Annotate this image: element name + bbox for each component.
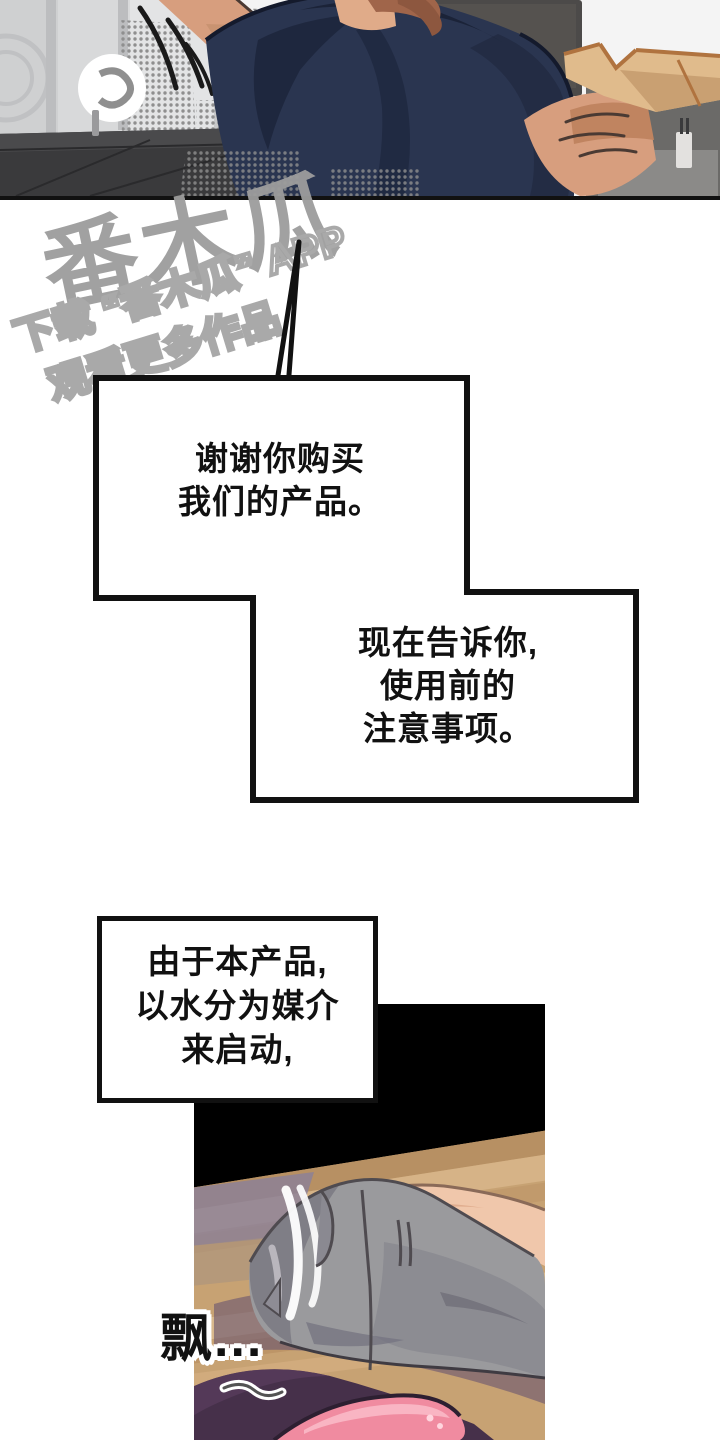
bubble-product-water-text: 由于本产品, 以水分为媒介 来启动, [135, 943, 340, 1069]
bubble-tail [273, 239, 302, 391]
office-scene-artwork [0, 0, 720, 196]
bubble-product-water [97, 916, 378, 1103]
lap-closeup-panel [194, 1004, 545, 1440]
bubble-thank-you-text: 谢谢你购买 我们的产品。 [178, 440, 382, 520]
bubble-body [93, 375, 639, 803]
speech-bubble-group [88, 232, 644, 812]
speech-bubble-outline [93, 239, 639, 803]
sfx-flutter: 飘... [160, 1310, 264, 1368]
office-scene-panel [0, 0, 720, 200]
bubble-notice-text: 现在告诉你, 使用前的 注意事项。 [357, 624, 539, 747]
